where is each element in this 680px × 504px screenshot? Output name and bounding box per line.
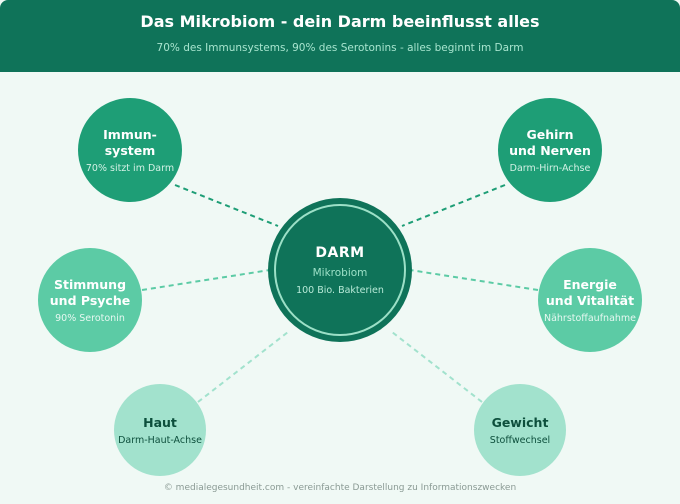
- center-title: DARM: [315, 244, 365, 261]
- connector-skin: [197, 331, 289, 403]
- node-title-line1: Immun-: [103, 126, 157, 142]
- node-subtitle: 90% Serotonin: [55, 312, 125, 324]
- center-ring: DARM Mikrobiom 100 Bio. Bakterien: [274, 204, 406, 336]
- connector-mood: [141, 269, 271, 291]
- node-brain-nerves: Gehirn und Nerven Darm-Hirn-Achse: [498, 98, 602, 202]
- node-title-line2: und Psyche: [49, 292, 131, 308]
- node-mood-psyche: Stimmung und Psyche 90% Serotonin: [38, 248, 142, 352]
- node-title: Gewicht: [491, 414, 549, 430]
- node-weight: Gewicht Stoffwechsel: [474, 384, 566, 476]
- connector-energy: [409, 269, 539, 291]
- node-subtitle: Darm-Hirn-Achse: [509, 162, 591, 174]
- footer-credit: © medialegesundheit.com - vereinfachte D…: [163, 483, 517, 493]
- header-banner: Das Mikrobiom - dein Darm beeinflusst al…: [0, 0, 680, 72]
- page-subtitle: 70% des Immunsystems, 90% des Serotonins…: [156, 42, 524, 54]
- node-title-line1: Gehirn: [526, 126, 574, 142]
- node-energy-vitality: Energie und Vitalität Nährstoffaufnahme: [538, 248, 642, 352]
- node-subtitle: Darm-Haut-Achse: [118, 434, 202, 446]
- center-detail: 100 Bio. Bakterien: [296, 284, 384, 296]
- page-title: Das Mikrobiom - dein Darm beeinflusst al…: [140, 12, 540, 31]
- node-immune-system: Immun- system 70% sitzt im Darm: [78, 98, 182, 202]
- connector-immune: [174, 184, 279, 227]
- node-title: Haut: [143, 414, 177, 430]
- node-subtitle: Stoffwechsel: [489, 434, 551, 446]
- node-subtitle: Nährstoffaufnahme: [543, 312, 637, 324]
- node-title-line2: und Nerven: [509, 142, 591, 158]
- node-skin: Haut Darm-Haut-Achse: [114, 384, 206, 476]
- connector-brain: [401, 184, 506, 227]
- node-subtitle: 70% sitzt im Darm: [85, 162, 175, 174]
- node-title-line1: Energie: [563, 276, 617, 292]
- node-title-line1: Stimmung: [53, 276, 127, 292]
- center-subtitle: Mikrobiom: [312, 266, 368, 279]
- connector-weight: [391, 331, 483, 403]
- center-node-gut: DARM Mikrobiom 100 Bio. Bakterien: [268, 198, 412, 342]
- node-title-line2: system: [104, 142, 156, 158]
- node-title-line2: und Vitalität: [545, 292, 635, 308]
